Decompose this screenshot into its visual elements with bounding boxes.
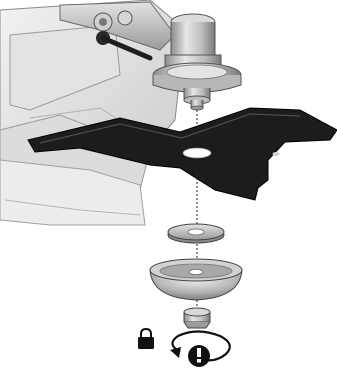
retaining-nut [184, 308, 210, 328]
thrust-washer [168, 224, 224, 243]
padlock-icon [138, 329, 154, 349]
blade-cup [150, 259, 242, 300]
warning-icon [188, 345, 210, 367]
drive-shaft [184, 88, 210, 110]
